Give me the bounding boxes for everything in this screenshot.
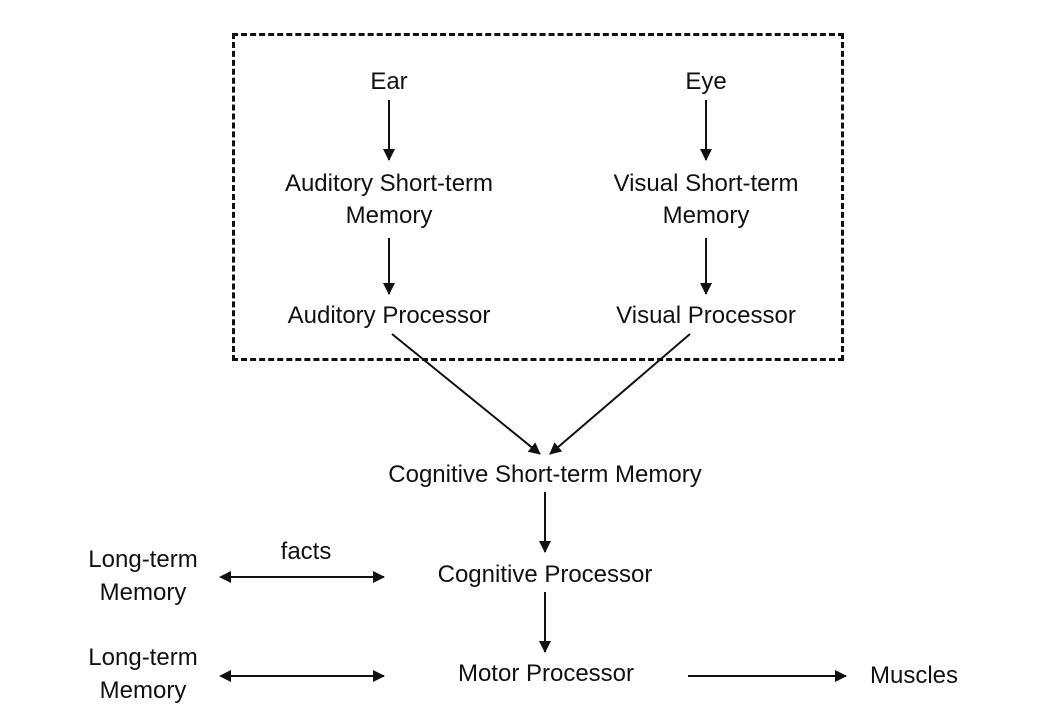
- cognitive-stm-label: Cognitive Short-term Memory: [388, 461, 702, 488]
- muscles-label: Muscles: [869, 662, 959, 689]
- facts-label: facts: [280, 538, 332, 565]
- long-term-memory-bottom-line1: Long-term: [88, 644, 198, 671]
- long-term-memory-top-line1: Long-term: [88, 546, 198, 573]
- long-term-memory-top-line2: Memory: [99, 579, 187, 606]
- auditory-processor-label: Auditory Processor: [287, 302, 491, 329]
- auditory-stm-label-line1: Auditory Short-term: [284, 170, 494, 197]
- visual-stm-label-line2: Memory: [662, 202, 750, 229]
- auditory-stm-label-line2: Memory: [345, 202, 433, 229]
- arrow-auditory-processor-to-cognitive-stm: [391, 333, 541, 455]
- ear-label: Ear: [370, 68, 408, 95]
- perceptual-system-dashed-box: [232, 33, 844, 361]
- cognitive-processor-label: Cognitive Processor: [437, 561, 653, 588]
- motor-processor-label: Motor Processor: [457, 660, 635, 687]
- visual-stm-label-line1: Visual Short-term: [613, 170, 799, 197]
- eye-label: Eye: [685, 68, 727, 95]
- visual-processor-label: Visual Processor: [616, 302, 796, 329]
- long-term-memory-bottom-line2: Memory: [99, 677, 187, 704]
- arrow-visual-processor-to-cognitive-stm: [549, 333, 691, 455]
